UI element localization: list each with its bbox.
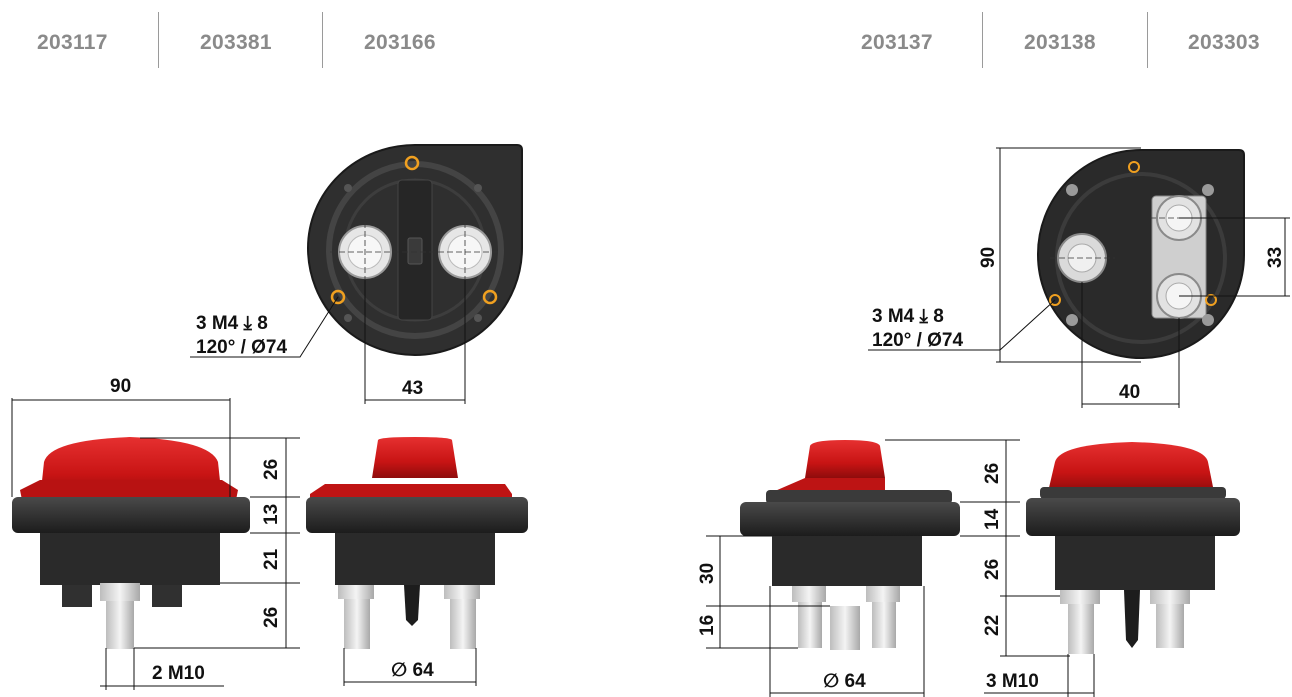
left-height-dimensions: 26 13 21 26: [134, 437, 300, 649]
product-code: 203138: [1024, 31, 1096, 54]
product-code: 203381: [200, 31, 272, 54]
dimension-label: 90: [978, 247, 999, 268]
dimension-label: 26: [982, 463, 1003, 484]
dimension-label: 14: [982, 508, 1003, 530]
dimension-label: 33: [1265, 247, 1286, 268]
dimension-label: 43: [402, 378, 423, 399]
mount-spec-label: 3 M4 ⤓ 8: [872, 306, 944, 327]
right-top-view: 3 M4 ⤓ 8 120° / Ø74 90 33 40: [868, 147, 1290, 408]
dimension-label: 22: [982, 615, 1003, 636]
stud-spec-label: 3 M10: [986, 671, 1039, 692]
product-code: 203166: [364, 31, 436, 54]
product-code-header: 203117 203381 203166 203137 203138 20330…: [0, 0, 1292, 80]
product-code: 203117: [37, 31, 108, 54]
dimension-label: ∅ 64: [823, 671, 866, 692]
dimension-label: 40: [1119, 382, 1140, 403]
dimension-label: 26: [982, 559, 1003, 580]
dimension-label: 90: [110, 376, 131, 397]
right-height-dimensions: 26 14 26 22: [885, 439, 1070, 657]
separator: [1147, 12, 1148, 68]
dimension-label: 21: [261, 548, 282, 570]
mount-spec-label: 3 M4 ⤓ 8: [196, 313, 268, 334]
product-code: 203137: [861, 31, 933, 54]
dimension-label: 16: [697, 615, 718, 636]
product-code: 203303: [1188, 31, 1260, 54]
dimension-label: ∅ 64: [391, 660, 434, 681]
dimension-label: 30: [697, 563, 718, 584]
left-side-view: 90 2 M10: [11, 376, 250, 690]
dimension-label: 26: [261, 607, 282, 628]
separator: [322, 12, 323, 68]
right-side-view: 30 16 ∅ 64: [697, 440, 960, 697]
stud-spec-label: 2 M10: [152, 663, 205, 684]
mount-spec-label: 120° / Ø74: [872, 330, 963, 351]
mount-spec-label: 120° / Ø74: [196, 337, 287, 358]
left-top-view: 3 M4 ⤓ 8 120° / Ø74 43: [190, 144, 523, 404]
right-side-view-2: 3 M10: [984, 442, 1240, 697]
dimension-label: 13: [261, 504, 282, 525]
left-side-view-2: ∅ 64: [306, 437, 528, 686]
separator: [158, 12, 159, 68]
dimension-label: 26: [261, 459, 282, 480]
separator: [982, 12, 983, 68]
